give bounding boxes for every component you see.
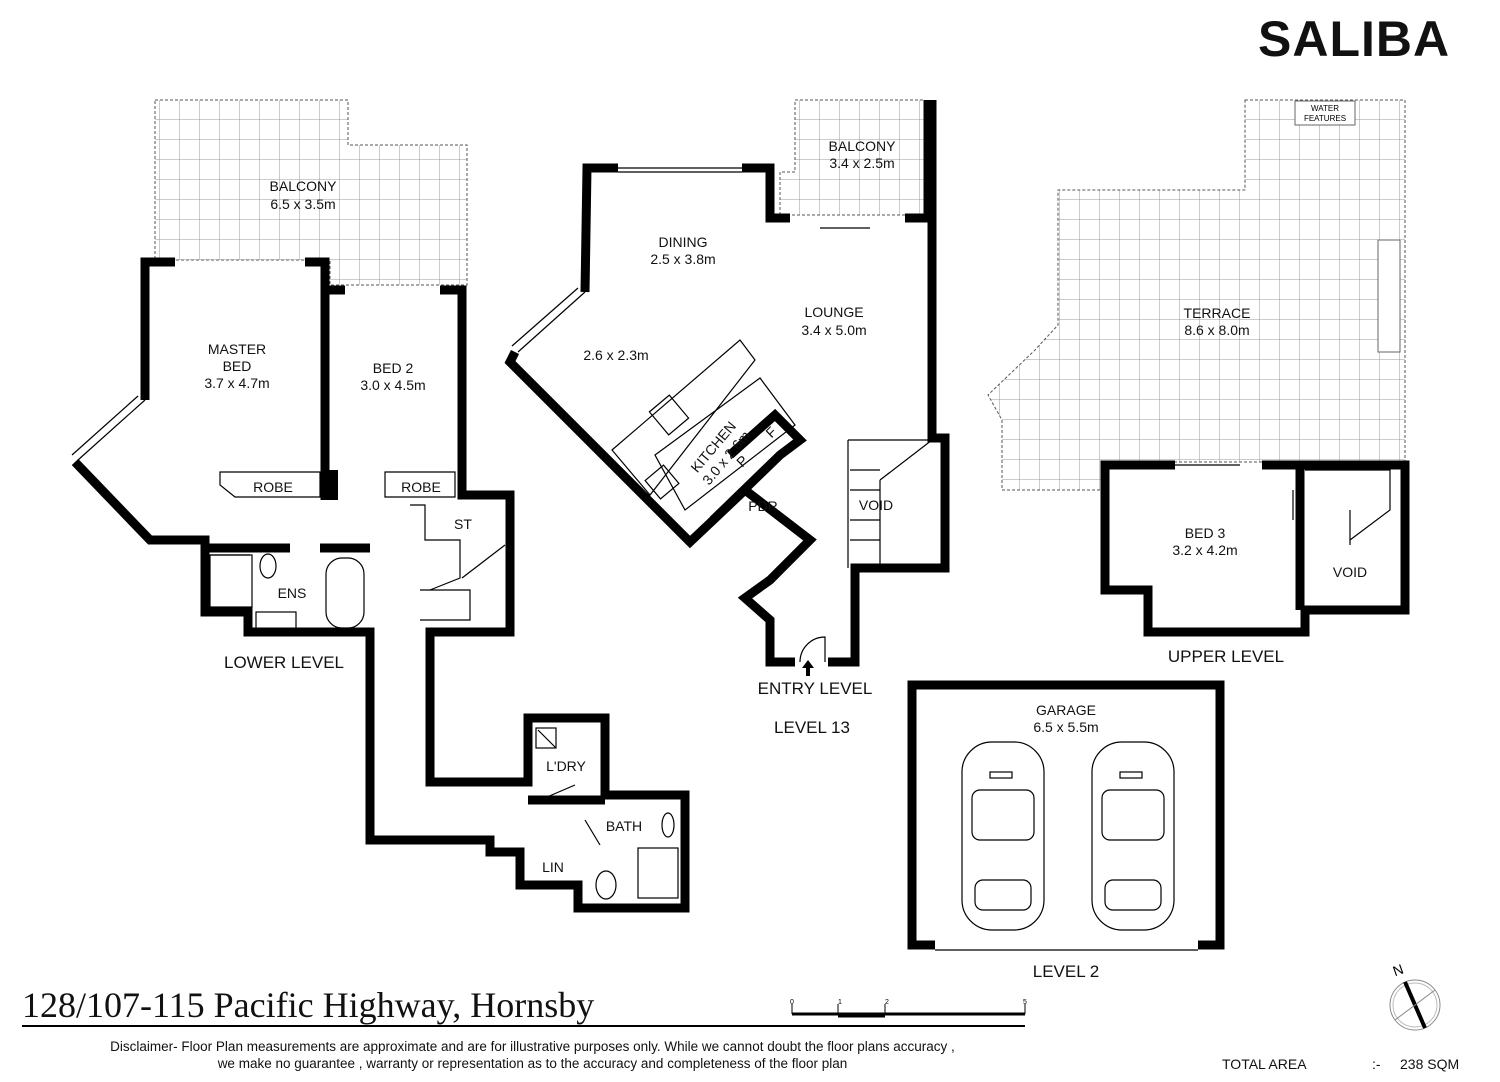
scale-tick-label: 5 xyxy=(1023,999,1027,1006)
compass-icon: N xyxy=(1389,961,1441,1031)
dining-label: DINING xyxy=(659,234,708,250)
scale-tick-label: 1 xyxy=(838,999,842,1006)
scale-tick-label: 0 xyxy=(790,999,794,1006)
disclaimer: Disclaimer- Floor Plan measurements are … xyxy=(40,1038,1025,1072)
pdr-label: PDR xyxy=(748,498,778,514)
address-underline xyxy=(22,1025,1025,1027)
disclaimer-line-2: we make no guarantee , warranty or repre… xyxy=(217,1056,848,1071)
car-icon xyxy=(1091,741,1175,931)
total-area-separator: :- xyxy=(1372,1056,1381,1072)
upper-level-walls xyxy=(1100,460,1410,637)
water-features-box xyxy=(1294,100,1356,126)
water-features-label-2: FEATURES xyxy=(1304,114,1346,123)
terrace-label: TERRACE xyxy=(1184,305,1251,321)
master-label-1: MASTER xyxy=(208,341,266,357)
dining-size: 2.5 x 3.8m xyxy=(650,251,715,267)
lounge-size: 3.4 x 5.0m xyxy=(801,322,866,338)
master-label-2: BED xyxy=(223,358,252,374)
bath-label: BATH xyxy=(606,818,642,834)
bed2-size: 3.0 x 4.5m xyxy=(360,377,425,393)
balcony-lower-label: BALCONY xyxy=(270,178,338,194)
scale-bar: 0 1 2 5 xyxy=(790,999,1027,1018)
terrace-area xyxy=(987,99,1406,491)
compass-north-label: N xyxy=(1391,961,1406,979)
lower-level-walls xyxy=(71,257,690,913)
lower-level-title: LOWER LEVEL xyxy=(224,653,344,672)
bed3-label: BED 3 xyxy=(1185,525,1226,541)
bed3-size: 3.2 x 4.2m xyxy=(1172,542,1237,558)
entry-arrow-icon xyxy=(802,660,814,676)
water-features-label-1: WATER xyxy=(1311,104,1339,113)
ens-label: ENS xyxy=(278,585,307,601)
robe-label: ROBE xyxy=(401,479,441,495)
level2-title: LEVEL 2 xyxy=(1033,962,1099,981)
fridge-label: F xyxy=(762,423,779,440)
lower-balcony-area xyxy=(154,99,468,286)
garage xyxy=(907,680,1225,951)
study-size: 2.6 x 2.3m xyxy=(583,347,648,363)
property-address: 128/107-115 Pacific Highway, Hornsby xyxy=(22,985,595,1025)
disclaimer-line-1: Disclaimer- Floor Plan measurements are … xyxy=(110,1039,955,1054)
upper-level-title: UPPER LEVEL xyxy=(1168,647,1284,666)
scale-tick-label: 2 xyxy=(885,999,889,1006)
lounge-label: LOUNGE xyxy=(804,304,863,320)
terrace-size: 8.6 x 8.0m xyxy=(1184,322,1249,338)
void-entry-label: VOID xyxy=(859,497,893,513)
void-upper-label: VOID xyxy=(1333,564,1367,580)
lin-label: LIN xyxy=(542,859,564,875)
terrace-planter xyxy=(1377,239,1401,353)
master-size: 3.7 x 4.7m xyxy=(204,375,269,391)
car-icon xyxy=(961,741,1045,931)
st-label: ST xyxy=(454,516,472,532)
pantry-label: P xyxy=(733,452,751,470)
ldry-label: L'DRY xyxy=(546,758,586,774)
garage-label: GARAGE xyxy=(1036,702,1096,718)
total-area-label: TOTAL AREA xyxy=(1222,1056,1307,1072)
balcony-entry-size: 3.4 x 2.5m xyxy=(829,155,894,171)
entry-level-walls xyxy=(504,100,950,676)
garage-size: 6.5 x 5.5m xyxy=(1033,719,1098,735)
robe-label: ROBE xyxy=(253,479,293,495)
brand-logo: SALIBA xyxy=(1258,11,1451,67)
balcony-lower-size: 6.5 x 3.5m xyxy=(270,196,335,212)
entry-level-title: ENTRY LEVEL xyxy=(758,679,873,698)
total-area-value: 238 SQM xyxy=(1400,1056,1460,1072)
level13-title: LEVEL 13 xyxy=(774,718,850,737)
bed2-label: BED 2 xyxy=(373,360,414,376)
balcony-entry-label: BALCONY xyxy=(829,138,897,154)
